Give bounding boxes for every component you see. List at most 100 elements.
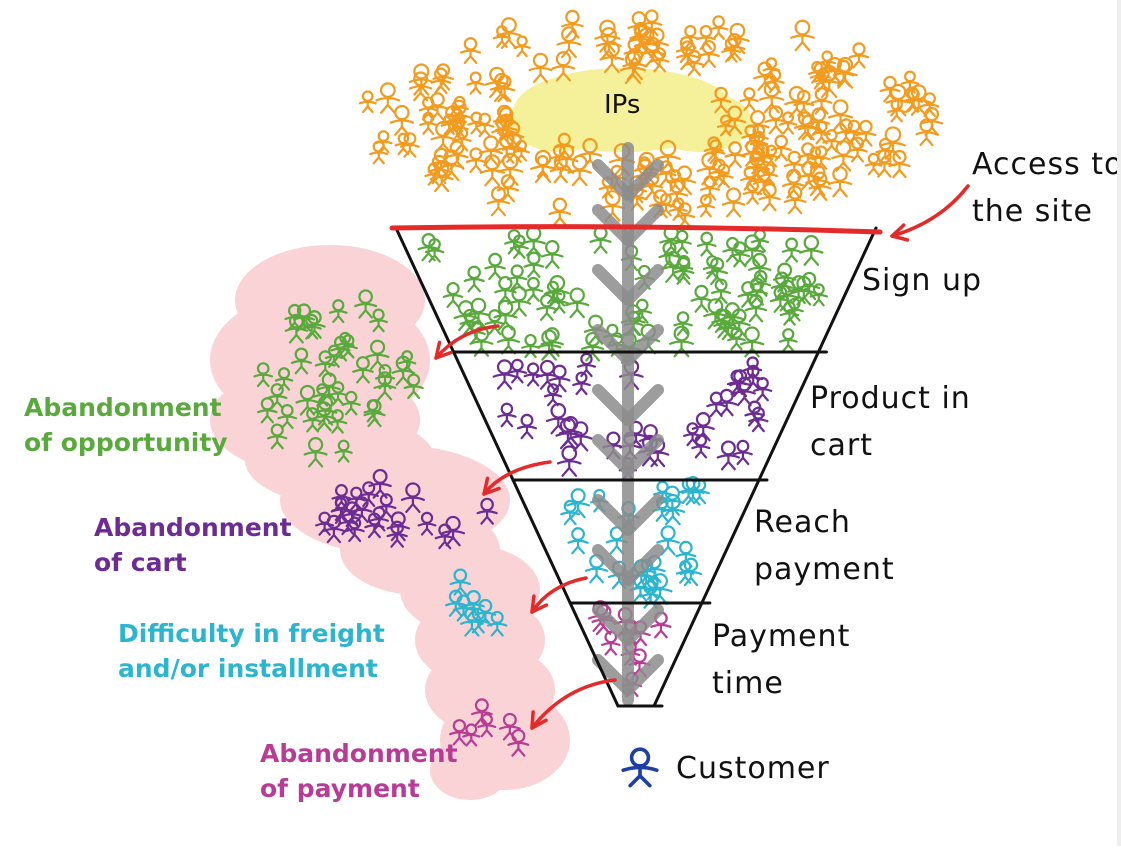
funnel-person bbox=[560, 499, 581, 526]
stage-label-line: Payment bbox=[712, 619, 851, 654]
funnel-person bbox=[743, 356, 763, 381]
funnel-person bbox=[536, 293, 558, 321]
abandon-label-line: of opportunity bbox=[24, 428, 228, 457]
funnel-person bbox=[521, 225, 546, 257]
abandoned-person bbox=[290, 347, 313, 375]
abandon-arrow-cart bbox=[482, 460, 552, 496]
visitor-person bbox=[478, 135, 504, 167]
abandon-arrow-payment bbox=[530, 710, 548, 730]
funnel-person bbox=[729, 369, 752, 398]
abandoned-person bbox=[330, 335, 351, 362]
visitor-person bbox=[708, 15, 729, 41]
stage-label-line: Access to bbox=[972, 147, 1121, 182]
visitor-person bbox=[879, 75, 901, 103]
visitor-person bbox=[467, 111, 486, 135]
abandon-arrow-freight bbox=[530, 576, 588, 614]
visitor-person bbox=[900, 70, 920, 94]
visitor-person bbox=[408, 63, 434, 96]
funnel-person bbox=[540, 240, 564, 269]
funnel-person bbox=[523, 276, 544, 302]
abandoned-person bbox=[352, 356, 374, 384]
abandon-label-payment: Abandonment of payment bbox=[260, 736, 458, 806]
abandoned-person bbox=[369, 308, 388, 333]
abandoned-person bbox=[398, 350, 417, 374]
stage-label-reach-payment: Reach payment bbox=[754, 500, 895, 593]
visitor-person bbox=[742, 179, 763, 205]
abandon-arrow-freight bbox=[530, 594, 549, 614]
abandoned-person bbox=[441, 515, 466, 547]
visitor-person bbox=[806, 146, 825, 169]
stage-label-line: cart bbox=[810, 427, 873, 463]
visitor-person bbox=[486, 186, 511, 217]
visitor-person bbox=[680, 25, 700, 50]
funnel-person bbox=[523, 362, 543, 387]
abandoned-person bbox=[363, 399, 386, 428]
visitor-person bbox=[665, 178, 689, 208]
abandoned-person bbox=[312, 383, 332, 407]
access-pointer-arrow bbox=[890, 184, 970, 238]
stage-label-line: Product in bbox=[810, 381, 971, 416]
abandoned-person bbox=[253, 362, 274, 388]
visitor-person bbox=[696, 194, 716, 218]
abandon-label-opportunity: Abandonment of opportunity bbox=[24, 390, 228, 460]
visitor-person bbox=[358, 90, 377, 114]
funnel-person bbox=[545, 402, 571, 435]
stage-label-cart: Product in cart bbox=[810, 376, 971, 469]
visitor-person bbox=[888, 149, 911, 179]
funnel-person bbox=[769, 285, 792, 313]
abandoned-person bbox=[487, 610, 508, 637]
access-pointer-arrow bbox=[890, 223, 910, 242]
abandoned-person bbox=[498, 712, 521, 741]
ips-highlight bbox=[648, 92, 752, 152]
right-edge-border bbox=[1117, 0, 1121, 846]
abandoned-person bbox=[267, 423, 288, 450]
stage-label-line: time bbox=[712, 665, 784, 701]
visitor-person bbox=[554, 132, 575, 159]
visitor-person bbox=[430, 120, 456, 154]
abandoned-person bbox=[417, 511, 437, 536]
visitor-person bbox=[739, 87, 759, 112]
visitor-person bbox=[783, 185, 807, 215]
visitor-person bbox=[567, 154, 592, 187]
visitor-person bbox=[784, 85, 810, 118]
funnel-person bbox=[781, 237, 802, 263]
visitor-person bbox=[465, 147, 487, 173]
abandoned-person bbox=[403, 373, 424, 400]
visitor-person bbox=[832, 56, 858, 89]
stage-label-line: payment bbox=[754, 551, 895, 587]
abandoned-person bbox=[368, 468, 392, 499]
flow-arrow-head bbox=[592, 494, 664, 536]
abandoned-person bbox=[303, 437, 328, 468]
visitor-person bbox=[594, 19, 621, 53]
funnel-person bbox=[516, 413, 538, 440]
visitor-person bbox=[741, 124, 760, 148]
visitor-person bbox=[725, 22, 750, 55]
funnel-person bbox=[727, 326, 746, 351]
visitor-person bbox=[778, 111, 798, 135]
abandoned-person bbox=[317, 372, 341, 402]
abandoned-person bbox=[315, 511, 335, 536]
visitor-person bbox=[723, 105, 747, 135]
funnel-person bbox=[442, 281, 464, 309]
funnel-person bbox=[711, 308, 732, 334]
funnel-person bbox=[556, 445, 582, 477]
abandon-label-line: Abandonment bbox=[260, 739, 458, 768]
abandon-arrow-opportunity bbox=[434, 340, 453, 360]
funnel-person bbox=[785, 297, 804, 322]
abandon-label-line: and/or installment bbox=[118, 654, 378, 683]
funnel-person bbox=[497, 402, 517, 428]
visitor-person bbox=[644, 27, 669, 59]
funnel-person bbox=[494, 275, 517, 305]
visitor-person bbox=[809, 61, 832, 90]
abandoned-person bbox=[324, 344, 344, 368]
funnel-person bbox=[496, 325, 521, 355]
visitor-person bbox=[389, 104, 415, 136]
funnel-person bbox=[572, 371, 591, 396]
stage-label-payment-time: Payment time bbox=[712, 614, 850, 707]
funnel-person bbox=[711, 278, 732, 304]
abandoned-person bbox=[376, 493, 397, 519]
visitor-person bbox=[831, 140, 856, 172]
abandoned-person bbox=[351, 496, 373, 524]
stage-label-line: Sign up bbox=[862, 263, 983, 298]
abandoned-person bbox=[337, 509, 359, 536]
